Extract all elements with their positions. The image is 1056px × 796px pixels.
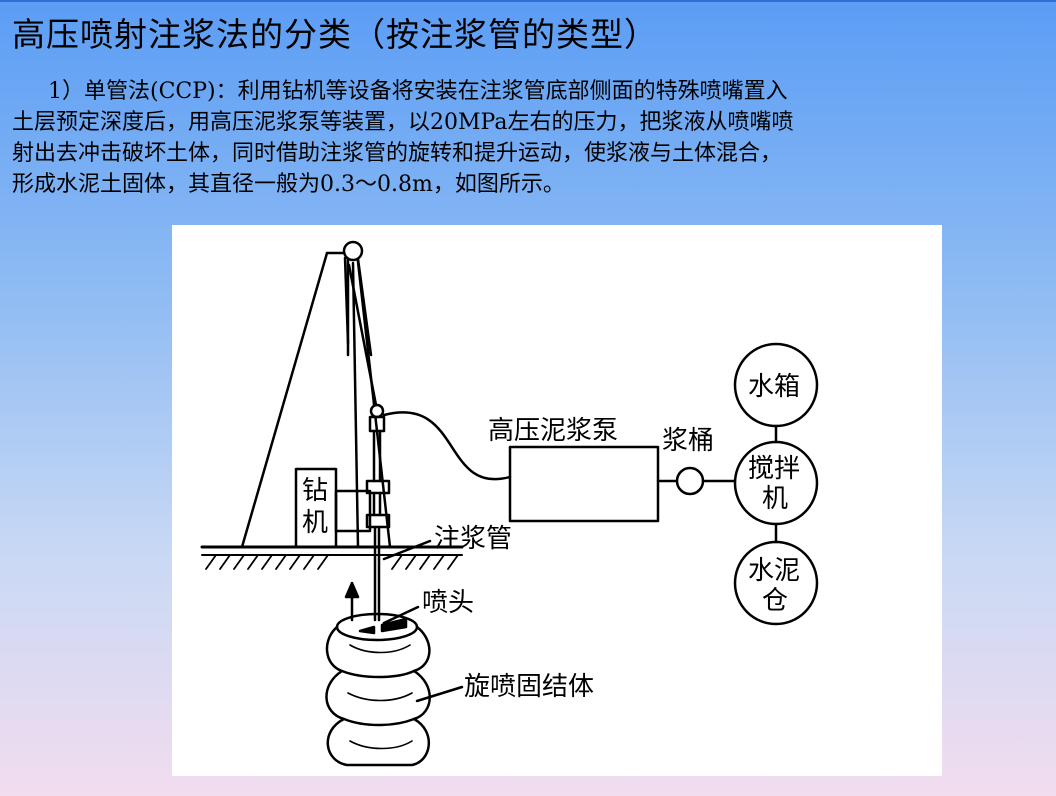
jet-grouting-diagram: 钻 机 高压泥浆泵 浆桶 水箱 搅拌 机 水泥 仓 注浆管 喷头 旋喷固结体	[172, 225, 942, 776]
label-grout-pipe: 注浆管	[434, 524, 512, 554]
pump-box	[508, 445, 660, 523]
jet-column	[325, 612, 431, 767]
nozzle-jet-left	[358, 625, 376, 635]
nozzle-jet-right	[380, 617, 408, 633]
paragraph-line-1: 1）单管法(CCP)：利用钻机等设备将安装在注浆管底部侧面的特殊喷嘴置入	[48, 79, 788, 104]
drill-tower	[240, 240, 392, 549]
label-mixer-1: 搅拌	[748, 454, 800, 484]
drill-clamp	[334, 489, 372, 533]
top-border	[0, 0, 1056, 2]
bucket-icon	[675, 466, 705, 496]
label-nozzle: 喷头	[422, 588, 474, 618]
pulley-icon	[342, 240, 364, 262]
description-paragraph: 1）单管法(CCP)：利用钻机等设备将安装在注浆管底部侧面的特殊喷嘴置入 土层预…	[12, 76, 1044, 200]
diagram-svg: 钻 机 高压泥浆泵 浆桶 水箱 搅拌 机 水泥 仓 注浆管 喷头 旋喷固结体	[200, 240, 819, 767]
grout-pipe-assembly	[365, 403, 391, 622]
label-cement-1: 水泥	[748, 556, 800, 586]
paragraph-line-3: 射出去冲击破坏土体，同时借助注浆管的旋转和提升运动，使浆液与土体混合，	[12, 141, 783, 166]
label-mixer-2: 机	[762, 484, 788, 514]
label-cement-2: 仓	[762, 586, 788, 616]
slide-title: 高压喷射注浆法的分类（按注浆管的类型）	[12, 15, 658, 54]
label-drill-2: 机	[302, 508, 328, 538]
label-water-tank: 水箱	[748, 372, 800, 402]
label-column: 旋喷固结体	[464, 672, 594, 702]
column-leader	[415, 685, 464, 703]
paragraph-line-4: 形成水泥土固体，其直径一般为0.3～0.8m，如图所示。	[12, 172, 565, 197]
label-bucket: 浆桶	[662, 426, 714, 456]
grout-hose	[382, 411, 512, 481]
label-pump: 高压泥浆泵	[488, 416, 618, 446]
ground-surface	[200, 545, 464, 570]
label-drill-1: 钻	[302, 476, 328, 506]
paragraph-line-2: 土层预定深度后，用高压泥浆泵等装置，以20MPa左右的压力，把浆液从喷嘴喷	[12, 110, 794, 135]
